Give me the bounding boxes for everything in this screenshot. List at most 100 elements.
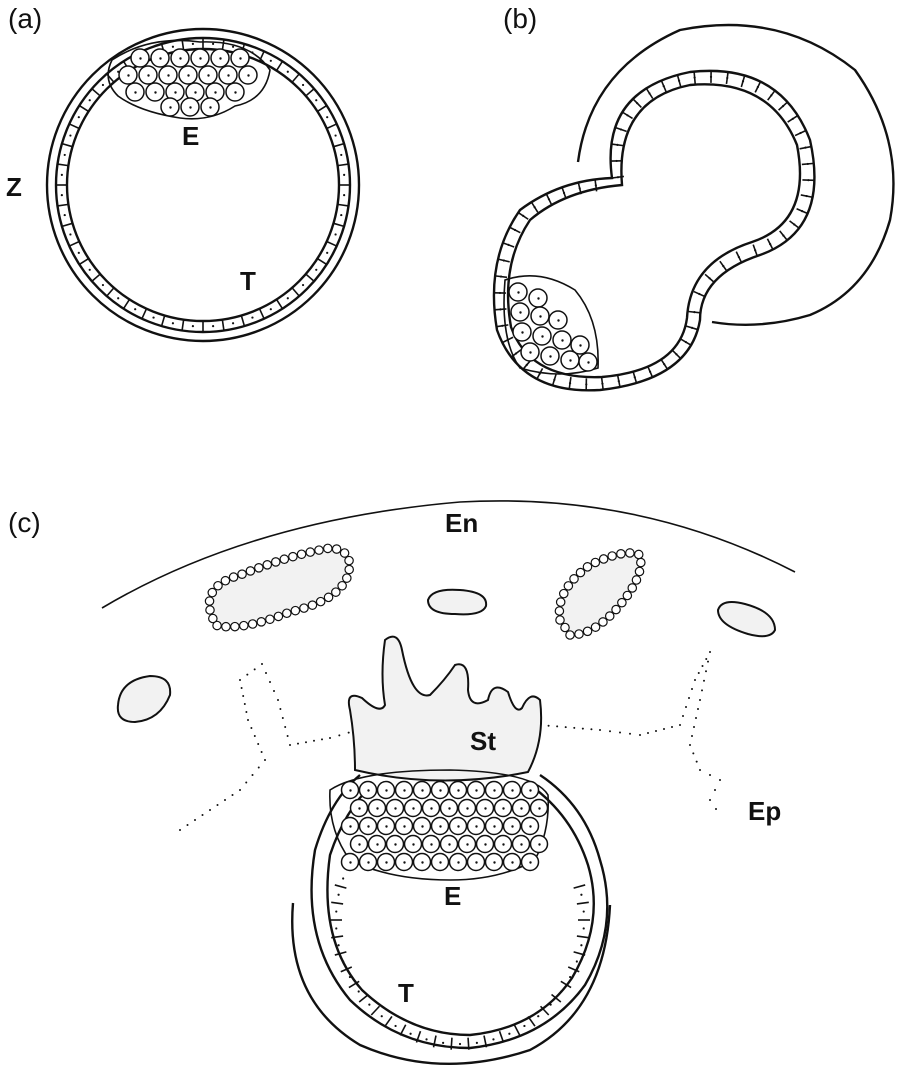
cell-border <box>62 223 73 226</box>
nucleus <box>692 752 694 754</box>
nucleus <box>69 134 71 136</box>
nucleus <box>617 176 619 178</box>
epithelium-chain-fill <box>540 652 722 818</box>
nucleus <box>503 259 505 261</box>
nucleus <box>348 732 350 734</box>
nucleus <box>548 198 550 200</box>
nucleus <box>335 927 337 929</box>
nucleus <box>707 661 709 663</box>
nucleus <box>159 57 161 59</box>
nucleus <box>576 960 578 962</box>
gland-cell <box>618 598 626 606</box>
nucleus <box>792 118 794 120</box>
nucleus <box>675 353 677 355</box>
nucleus <box>69 233 71 235</box>
nucleus <box>493 861 495 863</box>
gland-cell <box>606 612 614 620</box>
nucleus <box>754 249 756 251</box>
nucleus <box>187 824 189 826</box>
cell-border <box>359 994 368 1002</box>
nucleus <box>710 76 712 78</box>
nucleus <box>502 843 504 845</box>
nucleus <box>709 774 711 776</box>
nucleus <box>793 223 795 225</box>
label-En: En <box>445 508 478 538</box>
gland-cell <box>221 577 229 585</box>
gland-cell <box>635 550 643 558</box>
cell-border <box>259 309 264 319</box>
nucleus <box>245 782 247 784</box>
cell-border <box>400 1025 406 1036</box>
gland-cell <box>297 550 305 558</box>
nucleus <box>439 861 441 863</box>
cell-border <box>222 320 224 331</box>
nucleus <box>557 319 559 321</box>
nucleus <box>367 789 369 791</box>
cell-border <box>528 1016 535 1026</box>
implanting-inner-cell-mass <box>342 782 548 871</box>
nucleus <box>585 383 587 385</box>
nucleus <box>493 789 495 791</box>
gland-cell <box>280 555 288 563</box>
panel-c-label: (c) <box>8 507 41 538</box>
cell-border <box>327 124 337 129</box>
nucleus <box>287 71 289 73</box>
nucleus <box>457 825 459 827</box>
nucleus <box>636 102 638 104</box>
nucleus <box>514 229 516 231</box>
nucleus <box>807 163 809 165</box>
nucleus <box>599 729 601 731</box>
cell-border <box>57 204 68 206</box>
nucleus <box>807 179 809 181</box>
nucleus <box>500 275 502 277</box>
gland-cell <box>343 574 351 582</box>
nucleus <box>799 132 801 134</box>
cell-border <box>333 144 344 147</box>
nucleus <box>234 91 236 93</box>
nucleus <box>682 715 684 717</box>
cell-border <box>69 124 79 129</box>
panel-c: (c) En St Ep E T <box>8 501 795 1064</box>
nucleus <box>618 380 620 382</box>
nucleus <box>394 843 396 845</box>
nucleus <box>601 383 603 385</box>
nucleus <box>232 794 234 796</box>
nucleus <box>553 379 555 381</box>
nucleus <box>459 1043 461 1045</box>
nucleus <box>217 804 219 806</box>
gland-center-small <box>428 590 486 615</box>
nucleus <box>579 187 581 189</box>
nucleus <box>349 861 351 863</box>
nucleus <box>264 759 266 761</box>
gland-cell <box>345 565 353 573</box>
nucleus <box>209 809 211 811</box>
nucleus <box>529 825 531 827</box>
gland-cell <box>599 618 607 626</box>
nucleus <box>508 1033 510 1035</box>
cell-border <box>277 299 283 308</box>
nucleus <box>679 724 681 726</box>
nucleus <box>538 807 540 809</box>
nucleus <box>539 315 541 317</box>
nucleus <box>523 1025 525 1027</box>
nucleus <box>257 743 259 745</box>
nucleus <box>315 99 317 101</box>
nucleus <box>199 57 201 59</box>
gland-cell <box>206 606 214 614</box>
cell-border <box>500 1031 504 1042</box>
nucleus <box>538 843 540 845</box>
nucleus <box>209 106 211 108</box>
nucleus <box>565 726 567 728</box>
cell-border <box>317 259 326 265</box>
nucleus <box>245 711 247 713</box>
nucleus <box>425 1038 427 1040</box>
gland-cell <box>263 561 271 569</box>
nucleus <box>412 807 414 809</box>
gland-cell <box>637 558 645 566</box>
nucleus <box>476 1042 478 1044</box>
nucleus <box>475 861 477 863</box>
nucleus <box>448 843 450 845</box>
nucleus <box>502 807 504 809</box>
nucleus <box>89 269 91 271</box>
nucleus <box>695 717 697 719</box>
